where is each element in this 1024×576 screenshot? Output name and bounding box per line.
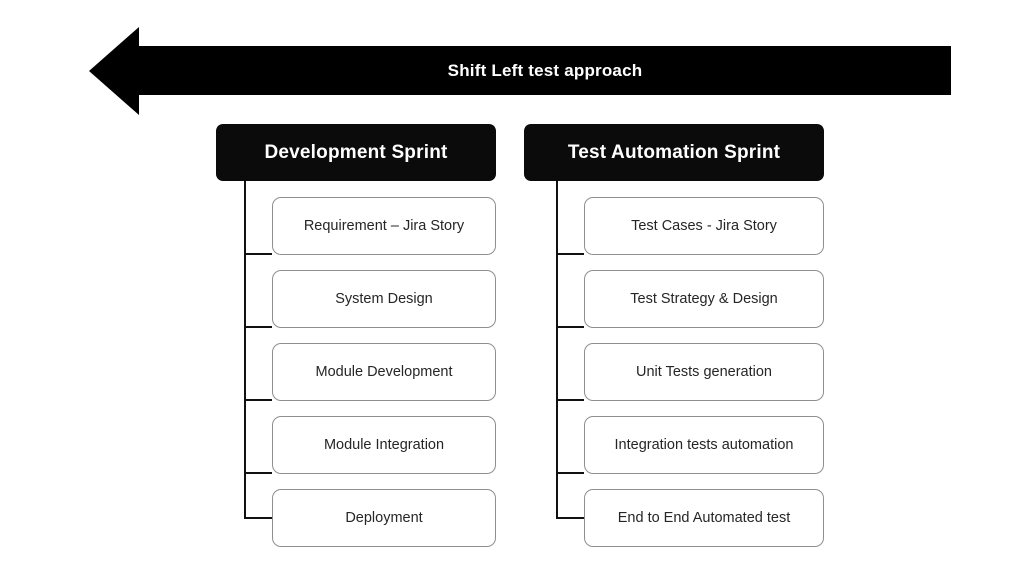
connector-development-4 xyxy=(244,472,272,474)
node-test-strategy-design[interactable]: Test Strategy & Design xyxy=(584,270,824,328)
column-header-development-sprint[interactable]: Development Sprint xyxy=(216,124,496,181)
node-test-cases-jira-story[interactable]: Test Cases - Jira Story xyxy=(584,197,824,255)
node-deployment[interactable]: Deployment xyxy=(272,489,496,547)
node-unit-tests-generation[interactable]: Unit Tests generation xyxy=(584,343,824,401)
node-system-design[interactable]: System Design xyxy=(272,270,496,328)
connector-development-5 xyxy=(244,517,272,519)
connector-development-2 xyxy=(244,326,272,328)
node-end-to-end-automated-test[interactable]: End to End Automated test xyxy=(584,489,824,547)
connector-test-2 xyxy=(556,326,584,328)
column-header-test-automation-sprint[interactable]: Test Automation Sprint xyxy=(524,124,824,181)
node-requirement-jira-story[interactable]: Requirement – Jira Story xyxy=(272,197,496,255)
connector-development-3 xyxy=(244,399,272,401)
connector-test-3 xyxy=(556,399,584,401)
connector-test-1 xyxy=(556,253,584,255)
trunk-line-development xyxy=(244,181,246,518)
trunk-line-test xyxy=(556,181,558,518)
connector-test-4 xyxy=(556,472,584,474)
left-arrow-shape xyxy=(89,27,951,115)
node-module-development[interactable]: Module Development xyxy=(272,343,496,401)
shift-left-arrow xyxy=(89,27,951,115)
connector-development-1 xyxy=(244,253,272,255)
connector-test-5 xyxy=(556,517,584,519)
node-integration-tests-automation[interactable]: Integration tests automation xyxy=(584,416,824,474)
node-module-integration[interactable]: Module Integration xyxy=(272,416,496,474)
